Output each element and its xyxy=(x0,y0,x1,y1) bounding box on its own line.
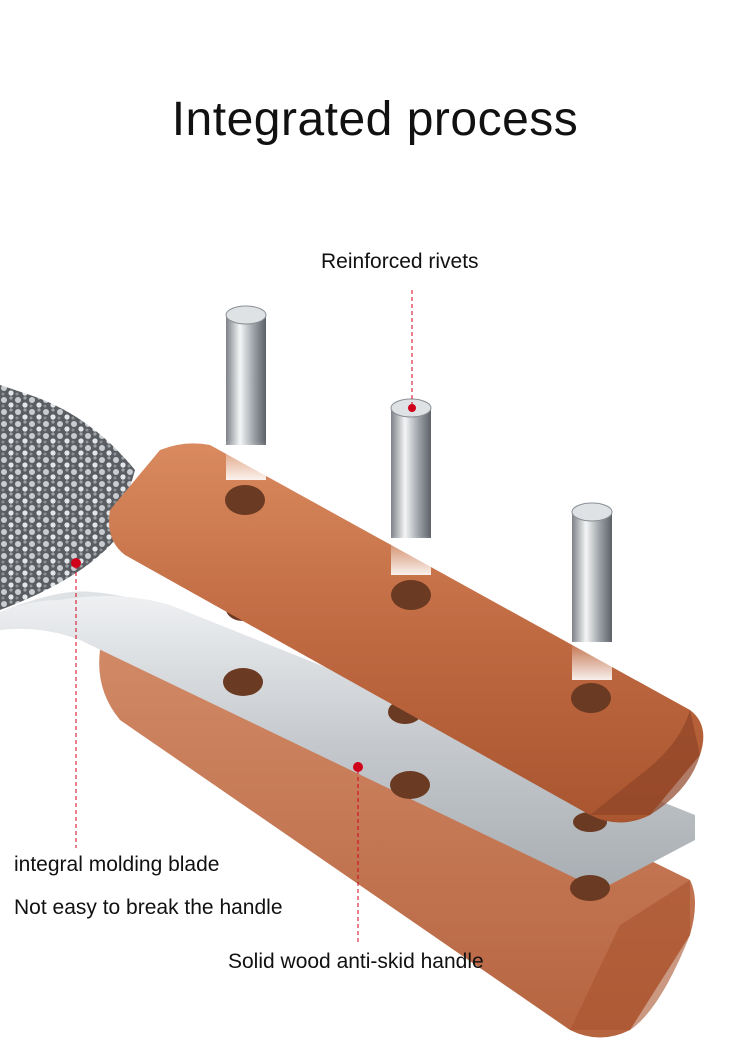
rivet-pin-3 xyxy=(571,502,613,680)
rivets-marker-dot xyxy=(408,404,416,412)
blade-label-line2: Not easy to break the handle xyxy=(14,896,283,919)
rivets-label: Reinforced rivets xyxy=(321,250,479,273)
rivet-pin-2 xyxy=(390,398,432,575)
blade-marker-dot xyxy=(71,558,81,568)
steel-tang xyxy=(0,596,695,890)
blade-label-line1: integral molding blade xyxy=(14,853,220,876)
rivet-pin-1 xyxy=(225,305,267,480)
handle-marker-dot xyxy=(353,762,363,772)
top-wood-scale xyxy=(109,443,704,823)
page-title: Integrated process xyxy=(171,93,579,146)
hammered-blade xyxy=(0,385,135,610)
handle-label: Solid wood anti-skid handle xyxy=(228,950,484,973)
